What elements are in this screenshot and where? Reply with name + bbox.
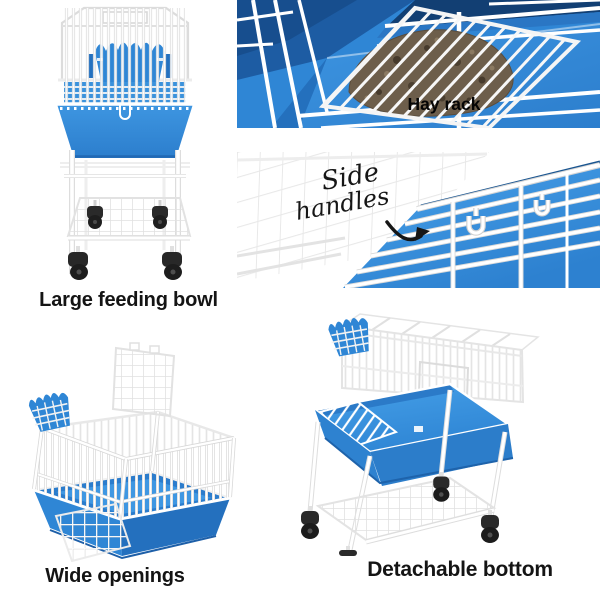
panel-large-feeding-bowl: Large feeding bowl — [0, 0, 237, 318]
rolling-stand — [307, 389, 508, 551]
hay-rack-wire — [318, 5, 582, 128]
side-handle — [533, 194, 551, 217]
detached-tray — [314, 382, 514, 486]
caster-wheel — [339, 546, 357, 556]
open-cage-illustration — [28, 342, 236, 562]
wire-top-lifted — [339, 313, 540, 404]
caster-wheel — [152, 200, 168, 229]
caption-wide-openings: Wide openings — [45, 565, 185, 587]
panel-side-handles: Side handles — [237, 152, 600, 288]
cage-on-stand-illustration — [57, 6, 193, 280]
cage-lower-wire — [64, 8, 186, 104]
open-top-door — [111, 342, 176, 418]
hay-rack-photo: Hay rack — [237, 0, 600, 128]
detached-cage-illustration — [301, 313, 540, 556]
cage-wire-bars — [344, 162, 600, 288]
arrow-icon — [385, 220, 430, 242]
side-handle — [466, 208, 486, 236]
cage-wire-walls — [32, 410, 236, 519]
caption-large-feeding-bowl: Large feeding bowl — [39, 289, 218, 311]
caster-wheel — [87, 200, 103, 229]
cage-top-mesh — [237, 152, 489, 282]
caster-wheel — [301, 506, 319, 539]
feeding-bowl — [28, 392, 70, 432]
panel-detachable-bottom: Detachable bottom — [300, 310, 600, 600]
panel-wide-openings: Wide openings — [0, 332, 260, 600]
open-front-door — [54, 502, 132, 562]
panel-hay-rack: Hay rack — [237, 0, 600, 128]
side-handles-photo: Side handles — [237, 152, 600, 288]
feeding-bowl — [328, 317, 370, 357]
caster-wheel — [481, 510, 499, 543]
caster-wheel — [433, 472, 450, 502]
caption-detachable-bottom: Detachable bottom — [367, 558, 553, 581]
caster-wheel — [162, 246, 182, 280]
caster-wheel — [68, 246, 88, 280]
hay-rack-label: Hay rack — [408, 94, 481, 114]
base-tray — [57, 102, 193, 158]
